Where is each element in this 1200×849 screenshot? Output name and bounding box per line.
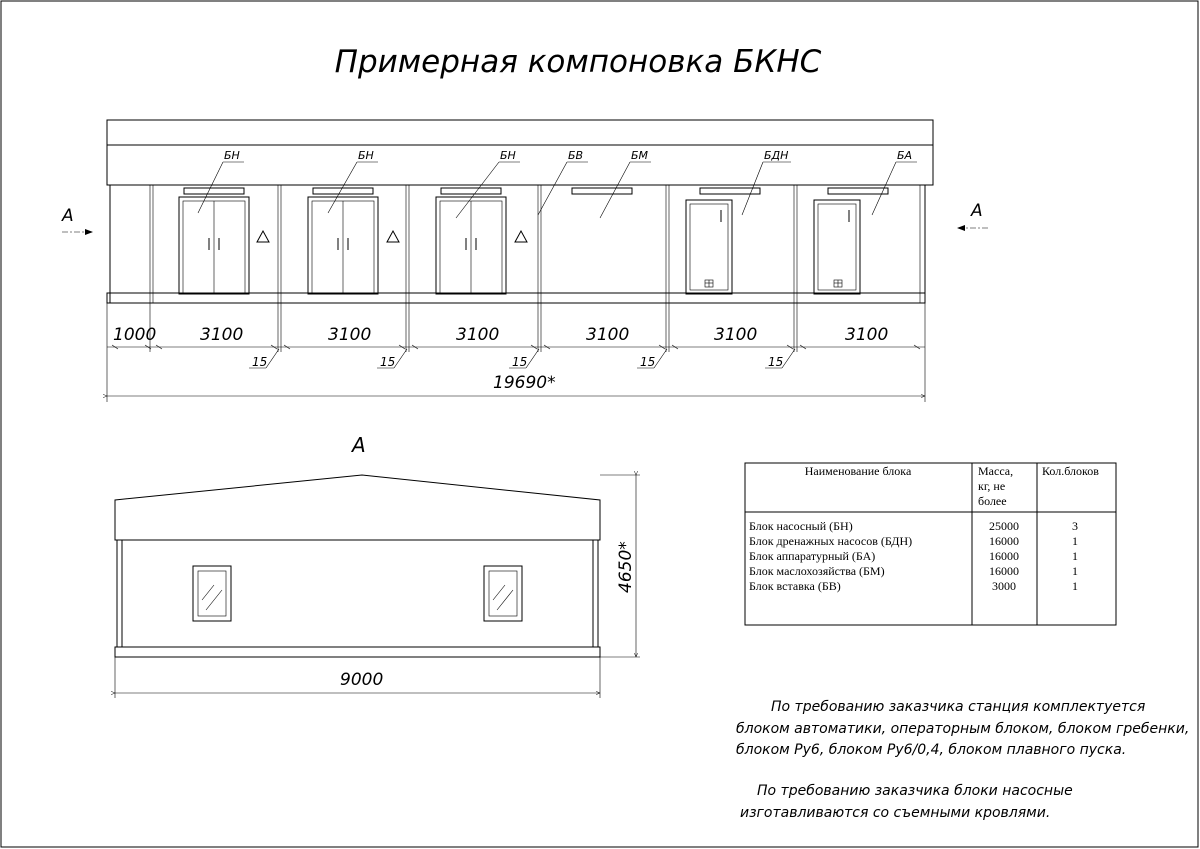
table-row: Блок насосный (БН) 25000 3 [749, 519, 1078, 533]
dim-module: 3100 [714, 325, 757, 345]
header-mass: кг, не [978, 479, 1005, 493]
roof-band [106, 144, 934, 186]
svg-text:16000: 16000 [989, 564, 1019, 578]
section-title: А [350, 433, 366, 457]
extension-lines [106, 303, 926, 402]
table-row: Блок вставка (БВ) 3000 1 [749, 579, 1078, 593]
single-door-icon [685, 199, 733, 295]
dim-module: 3100 [200, 325, 243, 345]
table-row: Блок маслохозяйства (БМ) 16000 1 [749, 564, 1078, 578]
apparatus-block [813, 187, 889, 295]
block-label: БДН [764, 149, 788, 162]
lamp-fixture [183, 187, 245, 195]
warning-triangle-icon [514, 229, 528, 243]
table-row: Блок аппаратурный (БА) 16000 1 [749, 549, 1078, 563]
note-line: По требованию заказчика блоки насосные [757, 783, 1073, 799]
section-marker-left: А [61, 206, 93, 235]
dim-first: 1000 [113, 325, 156, 345]
double-door-icon [307, 196, 379, 295]
svg-text:А: А [970, 201, 983, 221]
section-roof [114, 474, 601, 541]
notes: По требованию заказчика станция комплект… [736, 699, 1189, 821]
pump-block-3 [435, 187, 528, 295]
note-line: По требованию заказчика станция комплект… [771, 699, 1145, 715]
note-line: блоком Ру6, блоком Ру6/0,4, блоком плавн… [736, 742, 1126, 758]
block-label: БН [224, 149, 240, 162]
svg-text:Блок аппаратурный (БА): Блок аппаратурный (БА) [749, 549, 875, 563]
svg-text:1: 1 [1072, 549, 1078, 563]
svg-text:1: 1 [1072, 564, 1078, 578]
page-title: Примерная компоновка БКНС [335, 44, 822, 80]
svg-text:Блок маслохозяйства (БМ): Блок маслохозяйства (БМ) [749, 564, 885, 578]
dim-gap: 15 [512, 355, 527, 369]
lamp-fixture [312, 187, 374, 195]
svg-text:А: А [61, 206, 74, 226]
svg-text:16000: 16000 [989, 534, 1019, 548]
section-view: А 4650* 9000 [115, 433, 640, 698]
header-count: Кол.блоков [1042, 464, 1099, 478]
drain-pump-block [685, 187, 761, 295]
block-label: БН [500, 149, 516, 162]
block-label: БВ [568, 149, 583, 162]
note-line: изготавливаются со съемными кровлями. [740, 805, 1050, 821]
pump-block-1 [178, 187, 270, 295]
lamp-fixture [440, 187, 502, 195]
warning-triangle-icon [386, 229, 400, 243]
double-door-icon [435, 196, 507, 295]
dimension-ticks [111, 344, 921, 350]
svg-text:1: 1 [1072, 534, 1078, 548]
facade-view: БН БН БН БВ БМ БДН БА А А [61, 119, 988, 402]
dim-gap: 15 [380, 355, 395, 369]
lamp-fixture [699, 187, 761, 195]
warning-triangle-icon [256, 229, 270, 243]
gap-dimension-labels: 15 15 15 15 15 [249, 348, 796, 369]
section-base [114, 646, 601, 658]
module-dimension-labels: 1000 3100 3100 3100 3100 3100 3100 [113, 325, 888, 345]
block-label: БН [358, 149, 374, 162]
dim-gap: 15 [252, 355, 267, 369]
svg-text:1: 1 [1072, 579, 1078, 593]
pump-block-2 [307, 187, 400, 295]
table-header: Наименование блока Масса, кг, не более К… [805, 464, 1100, 508]
dim-module: 3100 [586, 325, 629, 345]
section-arrow-icon [957, 225, 988, 231]
svg-text:25000: 25000 [989, 519, 1019, 533]
header-mass: Масса, [978, 464, 1013, 478]
header-mass: более [978, 494, 1007, 508]
svg-text:3000: 3000 [992, 579, 1016, 593]
blocks-table: Наименование блока Масса, кг, не более К… [744, 462, 1117, 626]
svg-text:Блок насосный (БН): Блок насосный (БН) [749, 519, 853, 533]
base-strip [106, 292, 926, 304]
header-name: Наименование блока [805, 464, 912, 478]
dim-gap: 15 [640, 355, 655, 369]
svg-text:16000: 16000 [989, 549, 1019, 563]
lamp-fixture [571, 187, 633, 195]
window-icon [483, 565, 523, 622]
svg-text:Блок вставка (БВ): Блок вставка (БВ) [749, 579, 841, 593]
lamp-fixture [827, 187, 889, 195]
table-row: Блок дренажных насосов (БДН) 16000 1 [749, 534, 1078, 548]
dim-module: 3100 [328, 325, 371, 345]
dim-module: 3100 [845, 325, 888, 345]
section-arrow-icon [62, 229, 93, 235]
block-label: БА [897, 149, 912, 162]
svg-text:3: 3 [1072, 519, 1078, 533]
svg-text:Блок дренажных насосов (БДН): Блок дренажных насосов (БДН) [749, 534, 912, 548]
double-door-icon [178, 196, 250, 295]
roof-top [106, 119, 934, 146]
window-icon [192, 565, 232, 622]
block-labels: БН БН БН БВ БМ БДН БА [197, 149, 917, 219]
single-door-icon [813, 199, 861, 295]
dim-module: 3100 [456, 325, 499, 345]
dim-width: 9000 [340, 670, 383, 690]
module-separators [149, 185, 921, 303]
dim-gap: 15 [768, 355, 783, 369]
dim-total: 19690* [493, 373, 556, 393]
dim-height: 4650* [616, 541, 636, 593]
section-marker-right: А [957, 201, 988, 231]
note-line: блоком автоматики, операторным блоком, б… [736, 721, 1189, 737]
block-label: БМ [631, 149, 649, 162]
